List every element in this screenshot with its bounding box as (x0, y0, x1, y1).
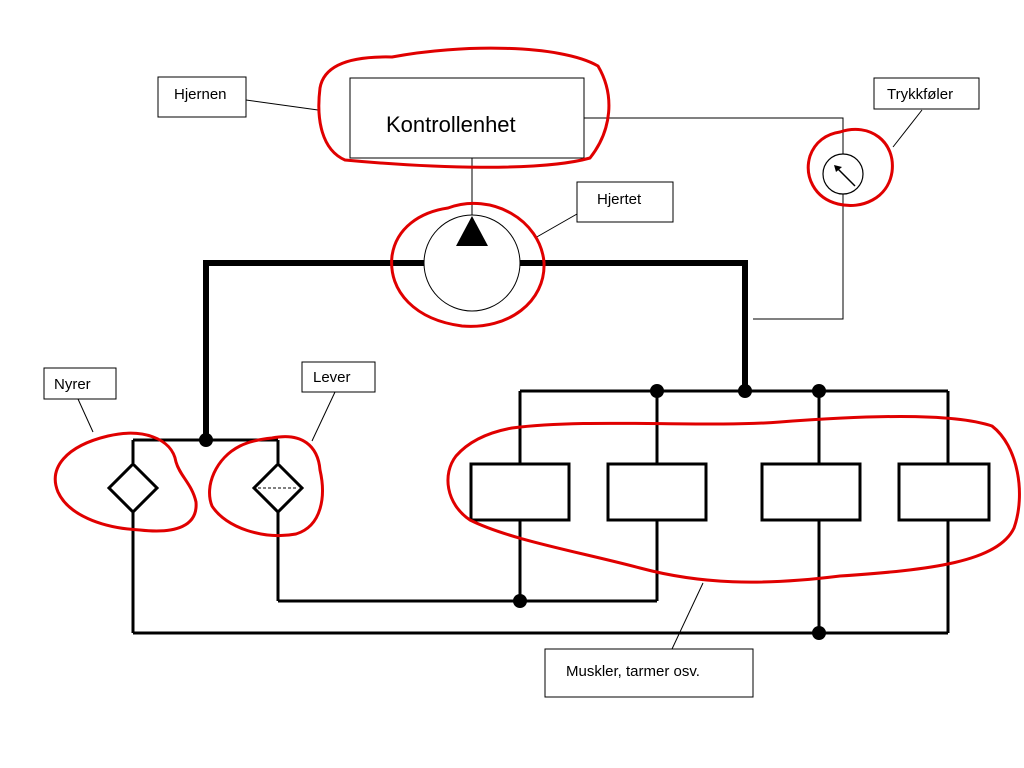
heart-leader-line (534, 213, 578, 239)
control-unit: Kontrollenhet (349, 77, 585, 159)
control-unit-box (349, 77, 585, 159)
kidneys-label: Nyrer (54, 376, 91, 393)
liver-leader-line (311, 391, 336, 442)
signal-lines (77, 99, 923, 650)
muscles-leader-line (671, 582, 704, 650)
muscles-highlight (446, 415, 1021, 584)
liver-highlight (208, 435, 324, 538)
junction-dot (650, 384, 664, 398)
callout-labels: Hjernen Trykkføler Hjertet Nyrer Lever M… (43, 76, 980, 698)
junctions (199, 384, 826, 640)
pump-circle (423, 214, 521, 312)
brain-label: Hjernen (174, 86, 227, 103)
controller-to-sensor-line (584, 117, 844, 154)
junction-dot (738, 384, 752, 398)
junction-dot (199, 433, 213, 447)
controller-highlight (317, 46, 611, 169)
muscle-block-2 (606, 462, 708, 522)
brain-label-box (157, 76, 247, 118)
main-pipes (203, 260, 748, 443)
kidneys-label-box (43, 367, 117, 400)
kidneys-leader-line (77, 398, 94, 433)
sensor-to-pipe-line (753, 193, 844, 320)
heart-label: Hjertet (597, 191, 642, 208)
pump-symbol (423, 214, 521, 312)
brain-leader-line (245, 99, 319, 111)
junction-dot (812, 384, 826, 398)
kidneys-highlight (53, 431, 198, 533)
sensor-label-box (873, 77, 980, 110)
pressure-gauge (822, 153, 864, 195)
control-unit-label: Kontrollenhet (386, 112, 516, 137)
muscles-label-box (544, 648, 754, 698)
muscle-block-3 (760, 462, 862, 522)
liver-label-box (301, 361, 376, 393)
gauge-arrowhead-icon (834, 165, 842, 172)
kidney-filter-icon (106, 461, 160, 515)
sensor-label: Trykkføler (887, 86, 953, 103)
pump-triangle-icon (456, 216, 488, 246)
muscles-label: Muskler, tarmer osv. (566, 663, 700, 680)
highlight-annotations (53, 46, 1021, 584)
muscle-block-1 (469, 462, 571, 522)
sensor-highlight (806, 127, 894, 207)
circuit-lines (106, 389, 991, 635)
liver-label: Lever (313, 369, 351, 386)
muscle-block-4 (897, 462, 991, 522)
gauge-needle-icon (836, 167, 856, 187)
sensor-leader-line (892, 109, 923, 148)
junction-dot (812, 626, 826, 640)
heart-highlight (390, 202, 546, 328)
junction-dot (513, 594, 527, 608)
heart-label-box (576, 181, 674, 223)
